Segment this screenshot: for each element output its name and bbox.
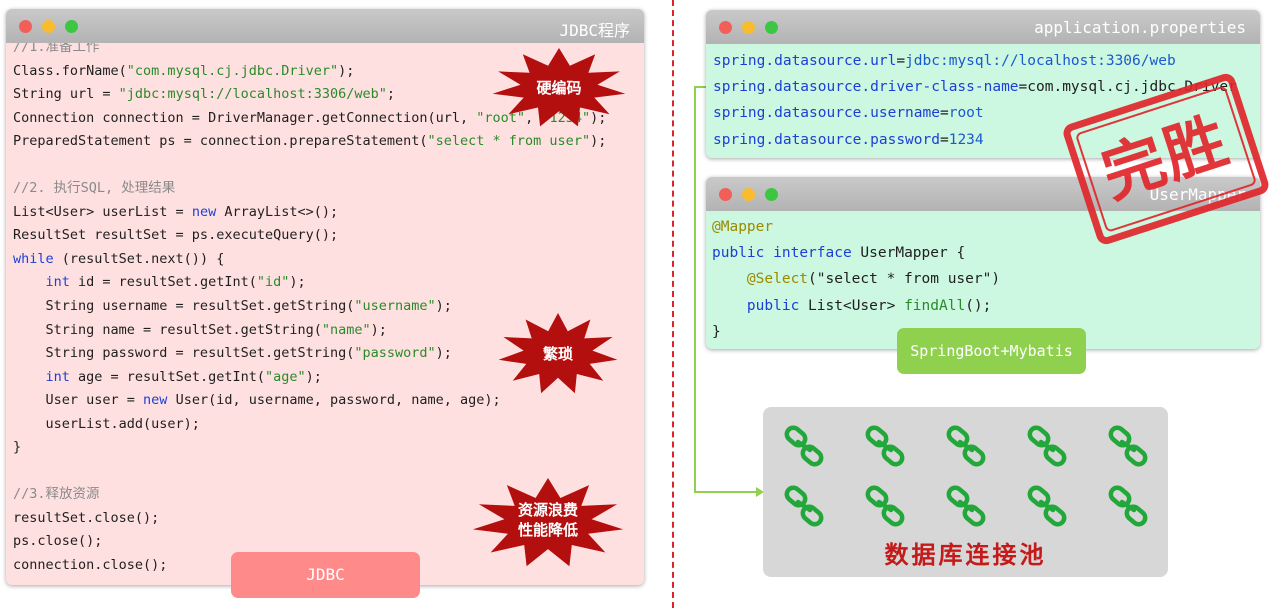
jdbc-label: JDBC bbox=[231, 552, 420, 598]
code-line: Connection connection = DriverManager.ge… bbox=[13, 109, 607, 126]
close-dot-icon[interactable] bbox=[19, 20, 32, 33]
link-icon bbox=[864, 485, 906, 531]
window-title: application.properties bbox=[1034, 18, 1246, 37]
dashed-divider bbox=[672, 0, 674, 608]
code-line: PreparedStatement ps = connection.prepar… bbox=[13, 133, 607, 150]
minimize-dot-icon[interactable] bbox=[742, 21, 755, 34]
window-titlebar: application.properties bbox=[706, 10, 1260, 44]
window-title: JDBC程序 bbox=[559, 21, 630, 40]
link-icon bbox=[783, 485, 825, 531]
link-icon bbox=[864, 425, 906, 471]
maximize-dot-icon[interactable] bbox=[765, 188, 778, 201]
springboot-mybatis-label: SpringBoot+Mybatis bbox=[897, 328, 1086, 374]
maximize-dot-icon[interactable] bbox=[765, 21, 778, 34]
code-line bbox=[13, 154, 637, 178]
waste-burst: 资源浪费 性能降低 bbox=[472, 478, 624, 568]
link-icon bbox=[1026, 485, 1068, 531]
code-line: //3.释放资源 bbox=[13, 486, 100, 503]
code-line: userList.add(user); bbox=[13, 415, 200, 432]
window-titlebar: JDBC程序 bbox=[6, 9, 644, 43]
code-line: spring.datasource.url=jdbc:mysql://local… bbox=[713, 53, 1176, 69]
code-block: spring.datasource.url=jdbc:mysql://local… bbox=[706, 44, 1260, 153]
code-line: int id = resultSet.getInt("id"); bbox=[45, 274, 306, 291]
code-line: spring.datasource.username=root bbox=[713, 105, 984, 122]
link-icon bbox=[1107, 485, 1149, 531]
maximize-dot-icon[interactable] bbox=[65, 20, 78, 33]
starburst-shape bbox=[498, 313, 618, 394]
link-icon bbox=[1107, 425, 1149, 471]
link-icon bbox=[945, 485, 987, 531]
code-line: ResultSet resultSet = ps.executeQuery(); bbox=[13, 227, 339, 244]
starburst-shape bbox=[492, 48, 626, 127]
code-block: //1.准备工作 Class.forName("com.mysql.cj.jdbc… bbox=[6, 36, 644, 578]
code-line: while (resultSet.next()) { bbox=[13, 250, 225, 267]
burst-label: 繁琐 bbox=[542, 345, 573, 363]
close-dot-icon[interactable] bbox=[719, 188, 732, 201]
code-line: @Mapper bbox=[712, 219, 774, 235]
pool-title: 数据库连接池 bbox=[884, 540, 1047, 569]
code-line: public interface UserMapper { bbox=[712, 245, 966, 262]
tedious-burst: 繁琐 bbox=[498, 313, 618, 395]
code-line: int age = resultSet.getInt("age"); bbox=[45, 368, 322, 385]
hardcode-burst: 硬编码 bbox=[492, 48, 626, 128]
code-line: connection.close(); bbox=[13, 557, 168, 574]
close-dot-icon[interactable] bbox=[719, 21, 732, 34]
code-line: //2. 执行SQL, 处理结果 bbox=[13, 180, 176, 197]
code-line: } bbox=[13, 439, 22, 456]
burst-label-line1: 资源浪费 bbox=[517, 501, 578, 519]
code-line: Class.forName("com.mysql.cj.jdbc.Driver"… bbox=[13, 62, 355, 79]
minimize-dot-icon[interactable] bbox=[42, 20, 55, 33]
link-icon bbox=[783, 425, 825, 471]
code-line: String url = "jdbc:mysql://localhost:330… bbox=[13, 86, 396, 103]
starburst-shape bbox=[472, 478, 624, 567]
code-line: //1.准备工作 bbox=[13, 39, 100, 55]
code-line: spring.datasource.password=1234 bbox=[713, 131, 984, 148]
code-line: List<User> userList = new ArrayList<>(); bbox=[13, 203, 339, 220]
connection-pool-box: 数据库连接池 bbox=[763, 407, 1168, 577]
code-line: String username = resultSet.getString("u… bbox=[13, 298, 452, 315]
code-line: String name = resultSet.getString("name"… bbox=[13, 321, 387, 338]
code-line: public List<User> findAll(); bbox=[746, 297, 992, 314]
code-line: resultSet.close(); bbox=[13, 509, 160, 526]
link-icon bbox=[1026, 425, 1068, 471]
burst-label-line2: 性能降低 bbox=[517, 521, 578, 539]
code-line: @Select("select * from user") bbox=[746, 271, 1001, 288]
code-line: String password = resultSet.getString("p… bbox=[13, 345, 452, 362]
code-line: } bbox=[712, 323, 721, 340]
burst-label: 硬编码 bbox=[536, 79, 582, 97]
code-line: User user = new User(id, username, passw… bbox=[13, 392, 501, 409]
code-block: @Mapper public interface UserMapper { @Se… bbox=[706, 211, 1260, 345]
link-icon bbox=[945, 425, 987, 471]
code-line: ps.close(); bbox=[13, 533, 103, 550]
minimize-dot-icon[interactable] bbox=[742, 188, 755, 201]
